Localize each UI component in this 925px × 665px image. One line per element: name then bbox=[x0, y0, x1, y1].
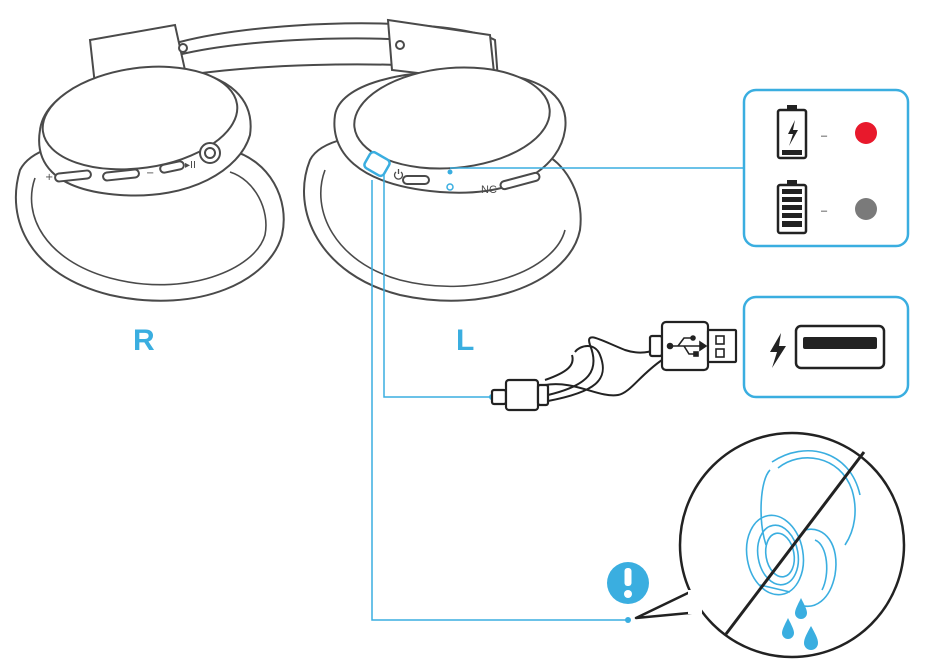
water-drop-icon bbox=[782, 598, 818, 650]
led-indicator bbox=[446, 183, 454, 191]
play-pause-label: ▸II bbox=[185, 160, 196, 171]
battery-full-icon bbox=[776, 180, 808, 235]
usb-icon bbox=[666, 335, 708, 357]
lightning-icon bbox=[770, 333, 786, 368]
headphones-illustration-icon bbox=[745, 449, 861, 607]
right-side-label: R bbox=[133, 324, 155, 357]
left-earcup bbox=[303, 66, 582, 302]
no-water-callout bbox=[634, 431, 906, 659]
charged-led-gray bbox=[855, 198, 877, 220]
battery-charging-icon bbox=[776, 105, 808, 160]
exclamation-icon bbox=[607, 562, 649, 604]
charged-dash: – bbox=[821, 205, 828, 217]
nc-label: NC bbox=[481, 184, 497, 196]
charging-dash: – bbox=[821, 130, 828, 142]
minus-button-label: − bbox=[146, 168, 154, 179]
usb-cable bbox=[544, 336, 663, 402]
callout-lines bbox=[371, 167, 746, 621]
usb-c-plug bbox=[490, 378, 550, 412]
charging-led-red bbox=[855, 122, 877, 144]
prohibit-slash bbox=[724, 451, 866, 635]
plus-button-label: + bbox=[45, 172, 53, 183]
power-icon bbox=[393, 169, 404, 180]
right-earcup bbox=[15, 65, 285, 302]
led-indicator-dot bbox=[447, 169, 453, 175]
led-status-panel bbox=[742, 88, 910, 248]
left-side-label: L bbox=[456, 324, 474, 357]
